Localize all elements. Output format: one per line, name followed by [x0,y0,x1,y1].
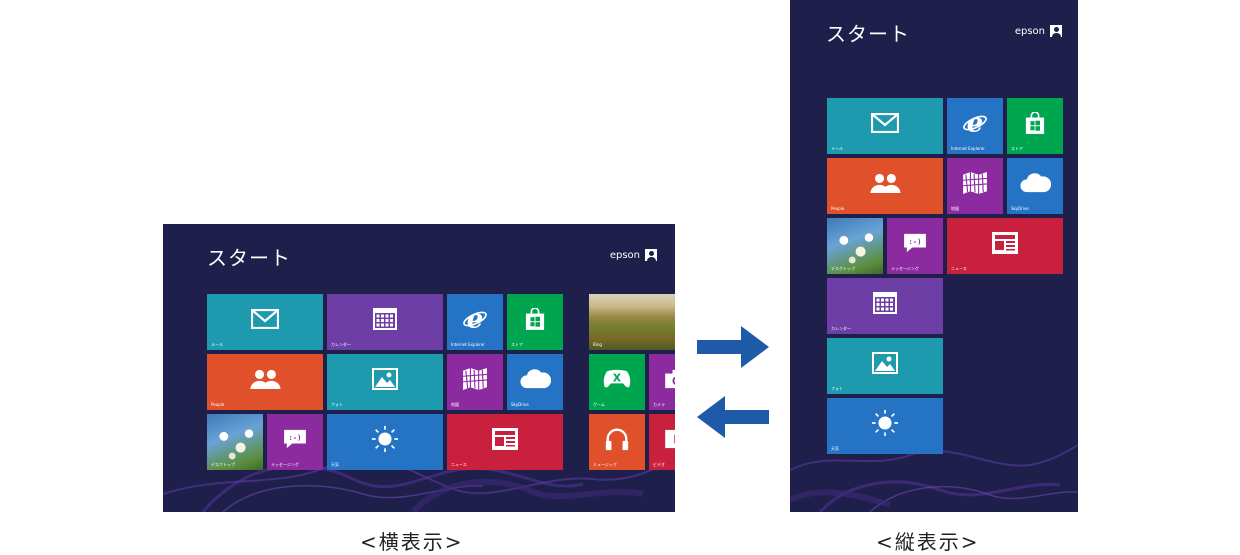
start-title: スタート [826,22,910,46]
tile-label: ニュース [951,266,967,271]
tile-photos[interactable]: フォト [827,338,943,394]
tile-label: カメラ [653,402,665,407]
messaging-icon [903,233,927,253]
tile-label: メッセージング [271,462,299,467]
tile-label: カレンダー [331,342,351,347]
tile-label: People [831,206,845,211]
tile-label: カレンダー [831,326,851,331]
tile-label: メール [211,342,223,347]
tile-label: 地図 [951,206,959,211]
tile-skydrive[interactable]: SkyDrive [507,354,563,410]
tile-video[interactable]: ビデオ [649,414,675,470]
tile-messaging[interactable]: メッセージング [887,218,943,274]
tile-label: デスクトップ [211,462,235,467]
tile-mail[interactable]: メール [207,294,323,350]
tile-label: SkyDrive [511,402,529,407]
tile-maps[interactable]: 地図 [447,354,503,410]
tile-games[interactable]: ゲーム [589,354,645,410]
landscape-start-screen: スタート epson メール カレンダー Internet Explorer ス… [163,224,675,512]
tile-people[interactable]: People [207,354,323,410]
map-icon [462,368,488,390]
tile-photos[interactable]: フォト [327,354,443,410]
tile-label: Bing [593,342,602,347]
tile-camera[interactable]: カメラ [649,354,675,410]
tile-people[interactable]: People [827,158,943,214]
people-icon [249,369,281,389]
start-title: スタート [207,246,291,270]
store-icon [525,308,545,330]
tile-store[interactable]: ストア [507,294,563,350]
tile-label: 天気 [331,462,339,467]
tile-weather[interactable]: 天気 [327,414,443,470]
tile-internet-explorer[interactable]: Internet Explorer [447,294,503,350]
tile-label: Internet Explorer [451,342,485,347]
tile-calendar[interactable]: カレンダー [827,278,943,334]
tile-label: Internet Explorer [951,146,985,151]
tile-news[interactable]: ニュース [447,414,563,470]
user-name: epson [609,249,640,261]
tile-label: ビデオ [653,462,665,467]
news-icon [992,232,1018,254]
people-icon [869,173,901,193]
tile-news[interactable]: ニュース [947,218,1063,274]
tile-weather[interactable]: 天気 [827,398,943,454]
tile-label: メール [831,146,843,151]
tile-label: フォト [331,402,343,407]
tile-bing[interactable]: Bing [589,294,675,350]
tile-messaging[interactable]: メッセージング [267,414,323,470]
tile-desktop[interactable]: デスクトップ [207,414,263,470]
tile-store[interactable]: ストア [1007,98,1063,154]
cloud-icon [1019,173,1051,193]
arrow-right-icon [697,326,769,368]
video-icon [664,429,675,449]
tile-label: ミュージック [593,462,617,467]
portrait-start-screen: スタート epson メール Internet Explorer ストア Peo… [790,0,1078,512]
sun-icon [871,409,899,437]
user-account[interactable]: epson [610,249,657,261]
tile-label: People [211,402,225,407]
tile-desktop[interactable]: デスクトップ [827,218,883,274]
internet-explorer-icon [462,307,488,331]
mail-icon [871,113,899,133]
store-icon [1025,112,1045,134]
mail-icon [251,309,279,329]
camera-icon [664,369,675,389]
calendar-icon [373,308,397,330]
caption-landscape: <横表示> [360,530,464,554]
news-icon [492,428,518,450]
tile-mail[interactable]: メール [827,98,943,154]
user-name: epson [1014,25,1045,37]
cloud-icon [519,369,551,389]
tile-label: ゲーム [593,402,605,407]
tile-label: ストア [511,342,523,347]
tile-music[interactable]: ミュージック [589,414,645,470]
tile-label: デスクトップ [831,266,855,271]
tile-skydrive[interactable]: SkyDrive [1007,158,1063,214]
tile-label: 天気 [831,446,839,451]
calendar-icon [873,292,897,314]
tile-label: メッセージング [891,266,919,271]
gamepad-icon [602,369,632,389]
photo-icon [372,368,398,390]
headphones-icon [604,426,630,452]
tile-label: フォト [831,386,843,391]
map-icon [962,172,988,194]
photo-icon [872,352,898,374]
tile-internet-explorer[interactable]: Internet Explorer [947,98,1003,154]
caption-portrait: <縦表示> [876,530,980,554]
tile-label: SkyDrive [1011,206,1029,211]
tile-label: ニュース [451,462,467,467]
tile-calendar[interactable]: カレンダー [327,294,443,350]
arrow-left-icon [697,396,769,438]
sun-icon [371,425,399,453]
internet-explorer-icon [962,111,988,135]
messaging-icon [283,429,307,449]
user-avatar-icon [645,249,657,261]
user-account[interactable]: epson [1015,25,1062,37]
user-avatar-icon [1050,25,1062,37]
tile-maps[interactable]: 地図 [947,158,1003,214]
tile-label: ストア [1011,146,1023,151]
tile-label: 地図 [451,402,459,407]
